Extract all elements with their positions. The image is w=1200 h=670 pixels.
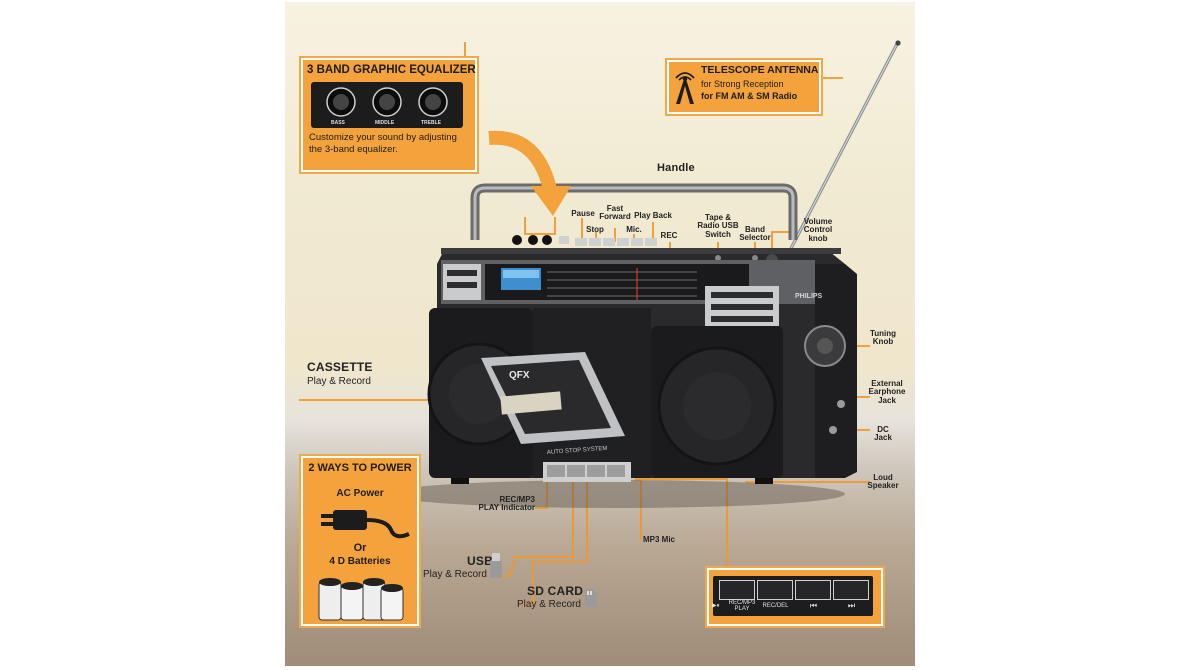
eq-knob-graphics — [326, 87, 448, 117]
equalizer-arrow-icon — [488, 130, 571, 216]
cassette-subtitle: Play & Record — [307, 376, 371, 387]
cassette-deck: QFX AUTO STOP SYSTEM — [481, 308, 651, 478]
earphone-jack-label: External Earphone Jack — [868, 379, 906, 405]
top-left-badge — [443, 264, 481, 300]
sd-card-subtitle: Play & Record — [517, 599, 581, 610]
control-label-rec-play: REC/MP3 PLAY — [728, 600, 756, 612]
left-speaker — [427, 308, 533, 478]
battery-icon — [318, 578, 404, 621]
control-button-rec-play[interactable] — [719, 580, 755, 600]
antenna-line2: for FM AM & SM Radio — [701, 91, 798, 101]
radio-brand: PHILIPS — [795, 293, 823, 300]
antenna-line1: for Strong Reception — [701, 79, 784, 89]
play-pause-icon: ▶⏸ — [712, 603, 720, 609]
tape-switch-label: Tape & Radio USB Switch — [697, 213, 739, 239]
equalizer-callout: 3 BAND GRAPHIC EQUALIZER BASS MIDDLE TRE… — [299, 56, 479, 174]
control-button-next[interactable] — [833, 580, 869, 600]
control-label-rec-del: REC/DEL — [762, 603, 789, 609]
boombox-illustration: QFX AUTO STOP SYSTEM PHILIPS — [385, 40, 901, 508]
antenna-callout: TELESCOPE ANTENNA for Strong Reception f… — [665, 58, 823, 116]
control-button-rec-del[interactable] — [757, 580, 793, 600]
radio-dial — [547, 268, 697, 300]
power-callout: 2 WAYS TO POWER AC Power Or 4 D Batterie… — [299, 454, 421, 628]
eq-label-treble: TREBLE — [421, 120, 441, 126]
handle-label: Handle — [657, 162, 695, 174]
tuning-knob-label: Tuning Knob — [869, 329, 897, 347]
mp3-mic-label: MP3 Mic — [643, 535, 676, 544]
equalizer-title: 3 BAND GRAPHIC EQUALIZER — [307, 64, 476, 76]
batteries-label: 4 D Batteries — [329, 556, 391, 567]
antenna-title: TELESCOPE ANTENNA — [701, 64, 819, 76]
cassette-logo: QFX — [509, 370, 530, 381]
sd-card-icon — [585, 589, 597, 607]
ac-power-label: AC Power — [336, 488, 384, 499]
equalizer-panel: BASS MIDDLE TREBLE — [311, 82, 463, 128]
plug-icon — [321, 510, 410, 539]
top-right-badge — [705, 286, 779, 326]
play-back-label: Play Back — [634, 211, 672, 220]
cassette-title: CASSETTE — [307, 360, 373, 374]
usb-stick-icon — [490, 553, 502, 578]
antenna-tower-icon — [675, 72, 695, 104]
sd-card-title: SD CARD — [527, 584, 584, 598]
pause-label: Pause — [571, 209, 595, 218]
product-infographic: QFX AUTO STOP SYSTEM PHILIPS 3 BAND GRAP… — [285, 2, 915, 666]
control-buttons-callout: ▶⏸ REC/MP3 PLAY REC/DEL ⏮ ⏭ — [705, 566, 885, 628]
rec-label: REC — [660, 231, 678, 240]
skip-forward-icon: ⏭ — [847, 601, 856, 610]
eq-label-middle: MIDDLE — [375, 120, 395, 126]
control-button-prev[interactable] — [795, 580, 831, 600]
top-eq-knobs — [512, 235, 569, 245]
power-title: 2 WAYS TO POWER — [308, 462, 412, 474]
loud-speaker-label: Loud Speaker — [867, 473, 899, 491]
piano-keys — [575, 238, 657, 246]
usb-title: USB — [467, 554, 493, 568]
equalizer-description: Customize your sound by adjusting the 3-… — [309, 132, 457, 156]
skip-back-icon: ⏮ — [809, 601, 818, 610]
fast-forward-label: Fast Forward — [599, 204, 631, 222]
mic-label: Mic. — [626, 225, 642, 234]
floor-shadow — [385, 480, 845, 508]
auto-stop-strip: AUTO STOP SYSTEM — [547, 446, 608, 456]
or-label: Or — [353, 542, 367, 554]
band-selector-label: Band Selector — [739, 225, 771, 243]
rec-indicator-label: REC/MP3 PLAY Indicator — [478, 495, 535, 513]
usb-subtitle: Play & Record — [423, 569, 487, 580]
dc-jack-label: DC Jack — [874, 425, 892, 443]
right-speaker — [651, 326, 783, 478]
stop-label: Stop — [586, 225, 604, 234]
control-panel: ▶⏸ REC/MP3 PLAY REC/DEL ⏮ ⏭ — [712, 576, 873, 616]
volume-label: Volume Control knob — [803, 217, 833, 243]
eq-label-bass: BASS — [331, 120, 345, 126]
